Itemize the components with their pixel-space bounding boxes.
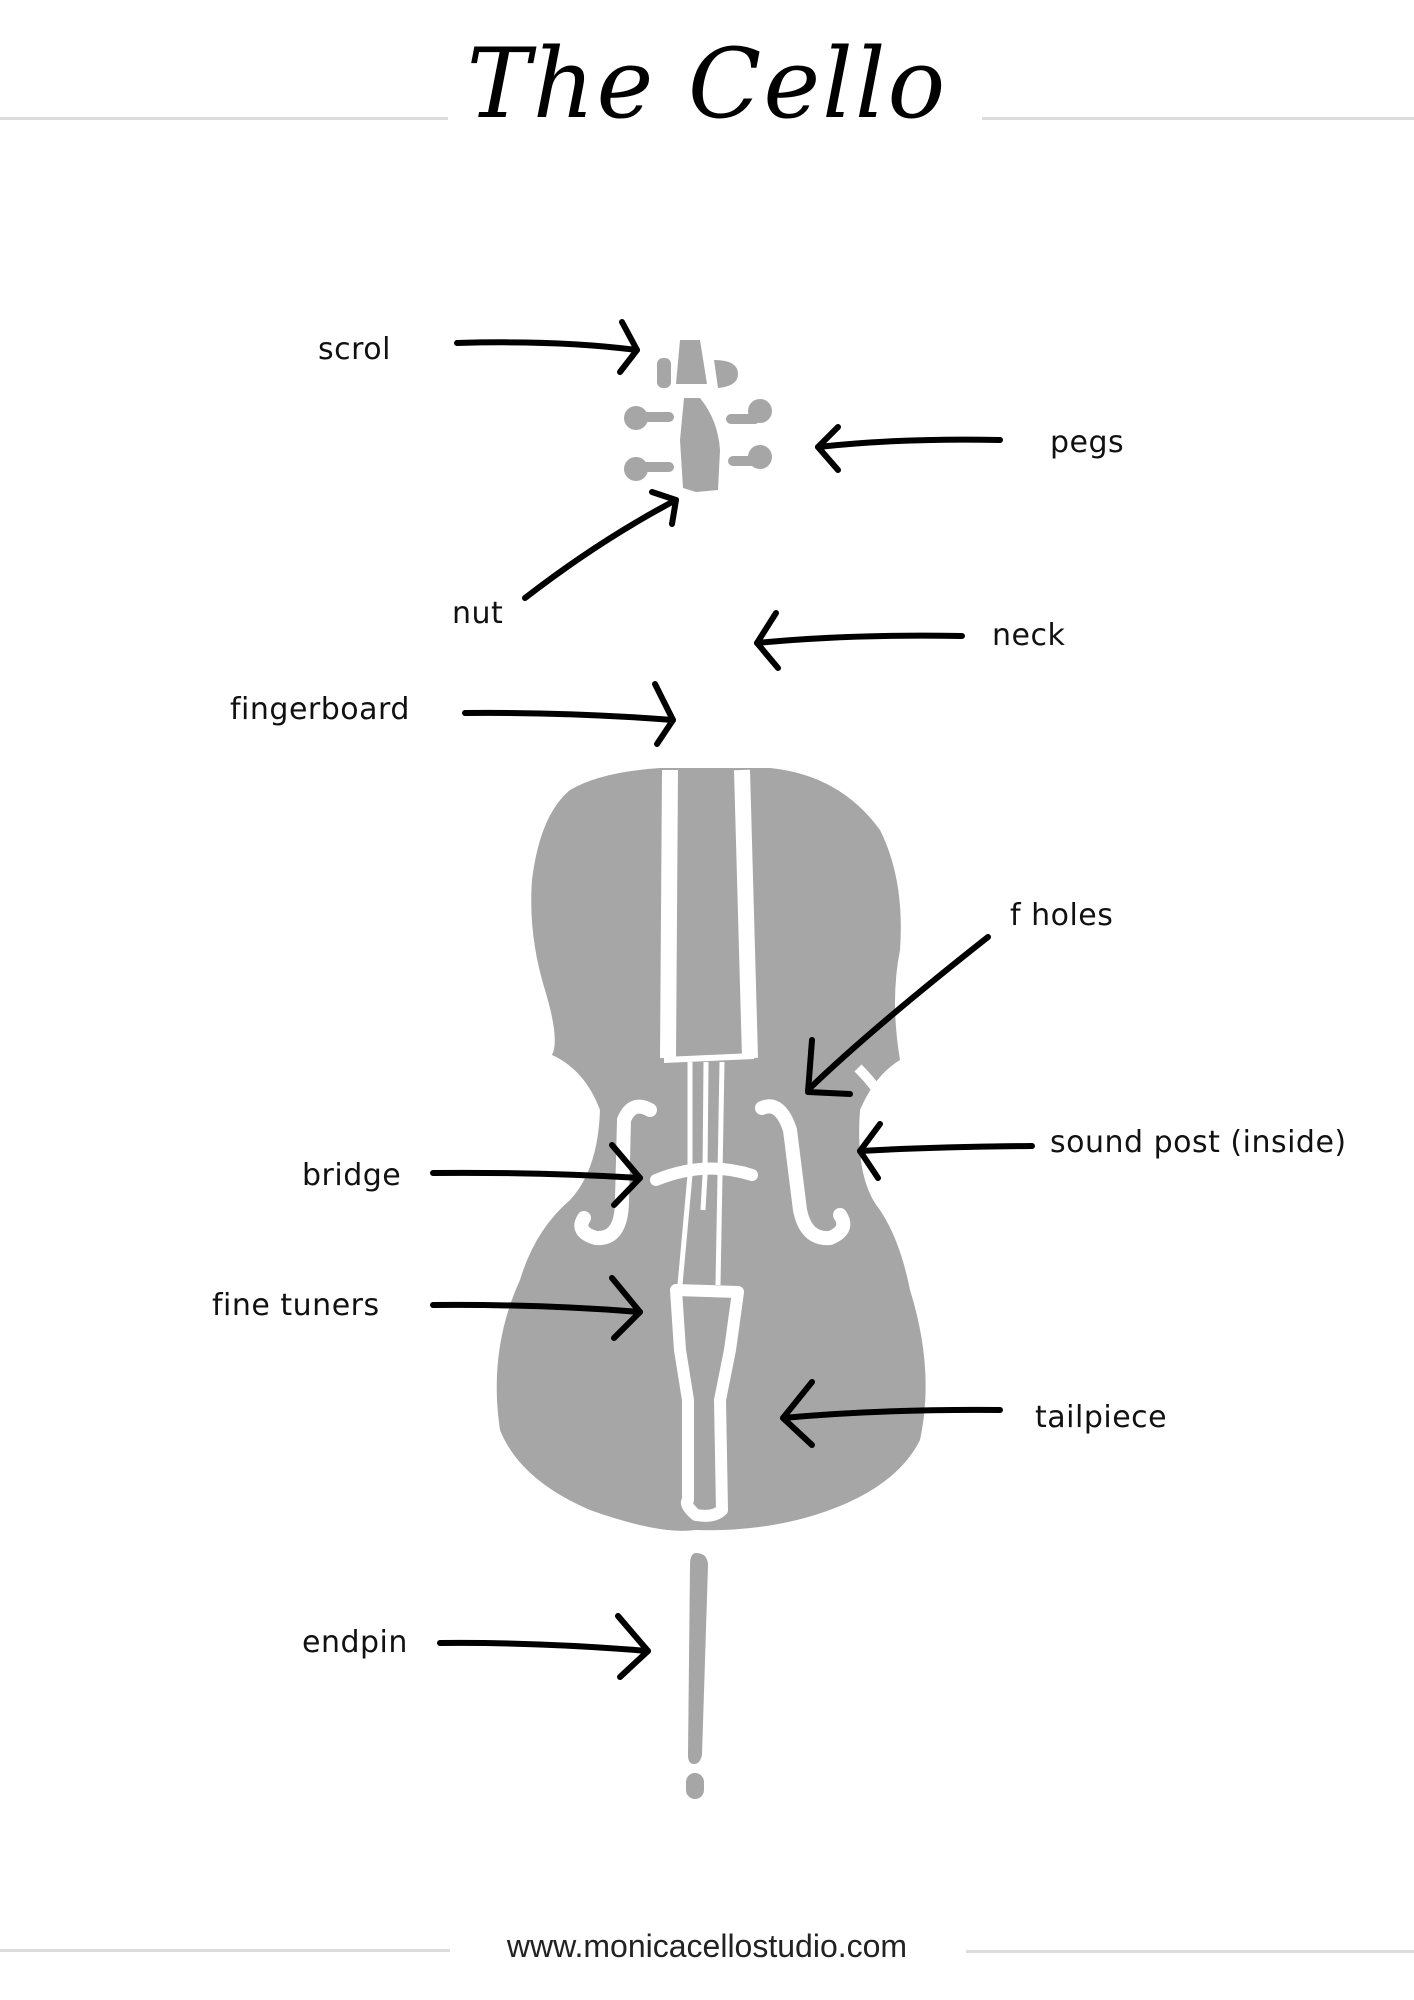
footer-divider-right [966,1950,1414,1953]
arrow-scroll [454,339,640,353]
title-divider-left [0,117,448,120]
label-scroll: scrol [318,332,391,367]
label-sound-post: sound post (inside) [1050,1125,1347,1160]
arrows [430,319,1035,1680]
page-title: The Cello [466,28,948,140]
label-neck: neck [992,618,1066,653]
label-endpin: endpin [302,1625,408,1660]
cello-silhouette-icon [496,340,926,1799]
label-fine-tuners: fine tuners [212,1288,380,1323]
label-pegs: pegs [1050,425,1125,460]
label-bridge: bridge [302,1158,402,1193]
label-f-holes: f holes [1010,898,1114,933]
footer-website-link[interactable]: www.monicacellostudio.com [506,1928,908,1964]
label-fingerboard: fingerboard [230,692,410,727]
title-divider-right [982,117,1414,120]
footer-divider-left [0,1949,450,1952]
label-tailpiece: tailpiece [1035,1400,1168,1435]
label-nut: nut [452,596,504,631]
cello-details-icon [574,769,885,1522]
